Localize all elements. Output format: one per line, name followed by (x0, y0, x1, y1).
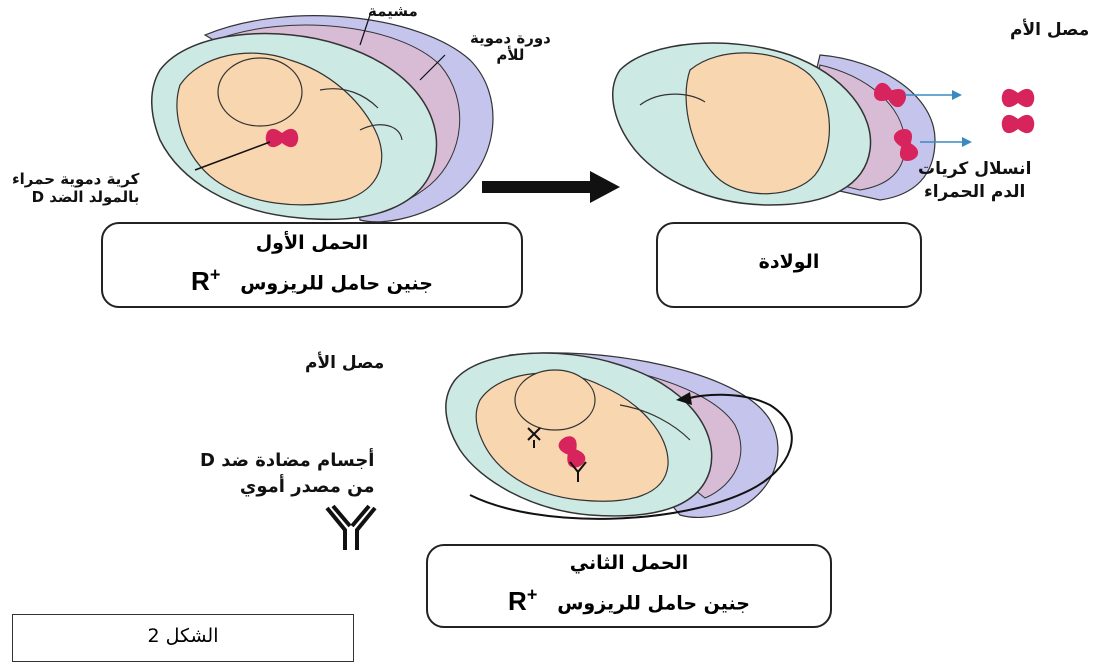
antibodies-label: أجسام مضادة ضد D من مصدر أموي (200, 448, 374, 500)
first-pregnancy-box: الحمل الأول جنين حامل للريزوس R+ (101, 222, 523, 308)
transition-arrow (482, 171, 620, 203)
first-pregnancy-illustration (152, 15, 493, 222)
rbc-leak-line2: الدم الحمراء (918, 181, 1031, 204)
rbc-leak-line1: انسلال كريات (918, 158, 1031, 181)
antibodies-line1: أجسام مضادة ضد D (200, 448, 374, 474)
second-pregnancy-title: الحمل الثاني (428, 552, 830, 574)
antibodies-line2: من مصدر أموي (200, 474, 374, 500)
first-pregnancy-title: الحمل الأول (103, 232, 521, 254)
first-pregnancy-rh: R+ (191, 266, 220, 296)
antibody-icon (327, 506, 375, 550)
second-pregnancy-illustration (446, 353, 792, 519)
maternal-circulation-label: دورة دموية للأم (470, 30, 551, 64)
rbc-label: كرية دموية حمراء بالمولد الضد D (12, 170, 139, 206)
first-pregnancy-subtitle: جنين حامل للريزوس (240, 273, 433, 295)
maternal-serum-top-label: مصل الأم (1010, 20, 1089, 40)
birth-title: الولادة (658, 251, 920, 273)
maternal-circulation-line2: للأم (470, 47, 551, 64)
serum-rbc-2 (1002, 115, 1035, 133)
second-pregnancy-box: الحمل الثاني جنين حامل للريزوس R+ (426, 544, 832, 628)
figure-label-box: الشكل 2 (12, 614, 354, 662)
rbc-label-line1: كرية دموية حمراء (12, 170, 139, 188)
rbc-label-line2: بالمولد الضد D (12, 188, 139, 206)
birth-box: الولادة (656, 222, 922, 308)
second-pregnancy-subtitle-row: جنين حامل للريزوس R+ (428, 584, 830, 617)
second-pregnancy-rh: R+ (508, 586, 537, 616)
first-pregnancy-subtitle-row: جنين حامل للريزوس R+ (103, 264, 521, 297)
rbc-leak-label: انسلال كريات الدم الحمراء (918, 158, 1031, 204)
second-pregnancy-subtitle: جنين حامل للريزوس (557, 593, 750, 615)
maternal-circulation-line1: دورة دموية (470, 30, 551, 47)
maternal-serum-bottom-label: مصل الأم (305, 353, 384, 373)
figure-label: الشكل 2 (13, 625, 353, 647)
serum-rbc-1 (1002, 89, 1035, 107)
placenta-label: مشيمة (368, 2, 418, 20)
